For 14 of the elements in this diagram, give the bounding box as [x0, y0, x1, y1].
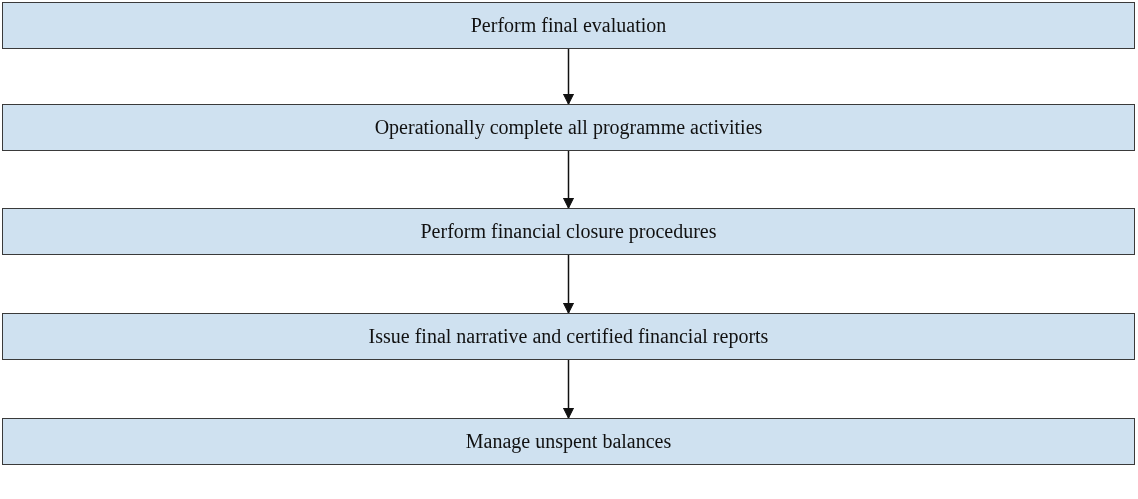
process-box [2, 313, 1135, 360]
process-box [2, 2, 1135, 49]
arrow [562, 48, 575, 105]
process-box [2, 104, 1135, 151]
arrow [562, 359, 575, 419]
process-box [2, 418, 1135, 465]
step-label: Perform final evaluation [470, 14, 667, 37]
step-label: Perform financial closure procedures [420, 220, 717, 243]
process-box [2, 208, 1135, 255]
arrow [562, 150, 575, 209]
arrow [562, 254, 575, 314]
step-label: Manage unspent balances [465, 430, 672, 453]
step-label: Issue final narrative and certified financial reports [368, 325, 769, 348]
step-label: Operationally complete all programme activities [374, 116, 763, 139]
